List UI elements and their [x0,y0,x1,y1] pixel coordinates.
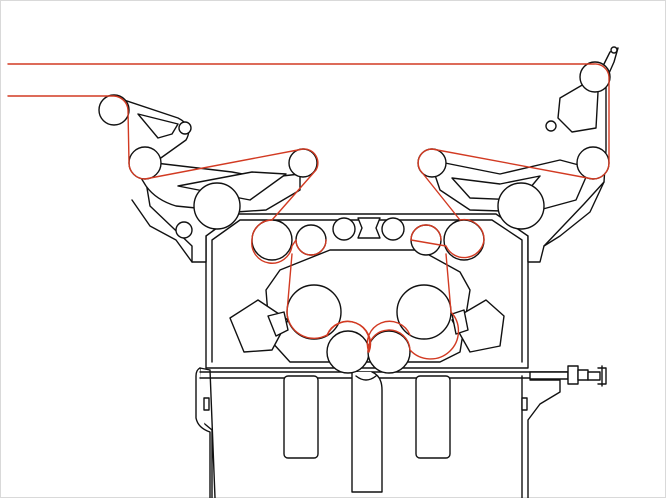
web-path-nip [326,320,411,353]
right-arm-tip [610,46,618,54]
center-notch [355,375,377,381]
spindle-shaft [529,371,569,380]
spindle-collar [567,365,579,385]
center-left-roller [332,217,356,241]
left-entry-roller [98,94,130,126]
right-cylinder [396,284,452,340]
web-path [7,63,610,360]
right-large-roller [497,182,545,230]
left-base-edge [195,367,211,498]
lower-frame [195,367,571,498]
right-arm-lower-edge [543,181,605,247]
left-post [283,375,319,459]
rollers [98,61,611,374]
drive-spindle [529,365,607,387]
left-pivot [178,121,192,135]
right-slot [521,397,528,411]
right-entry-roller [579,61,611,93]
right-pivot [545,120,557,132]
left-large-roller [193,182,241,230]
spindle-nut [577,369,589,381]
center-column [351,371,383,493]
right-nip-roll [367,330,411,374]
left-wedge [229,299,289,353]
right-frame-leg [527,379,561,498]
web-path-bottom [7,95,327,264]
left-small-roller [175,221,193,239]
spindle-cap [597,365,607,387]
right-wedge-clip [451,309,469,335]
left-arm-slot [137,113,179,139]
center-tensioner [357,217,381,239]
web-path-top [7,63,610,259]
left-wedge-clip [267,311,289,337]
right-post [415,375,451,459]
left-arm-lower-edge [131,199,193,263]
left-nip-roll [326,330,370,374]
spindle-thread [587,371,601,381]
center-right-roller [381,217,405,241]
left-slot [203,397,210,411]
web-path-cylinders [286,253,460,360]
